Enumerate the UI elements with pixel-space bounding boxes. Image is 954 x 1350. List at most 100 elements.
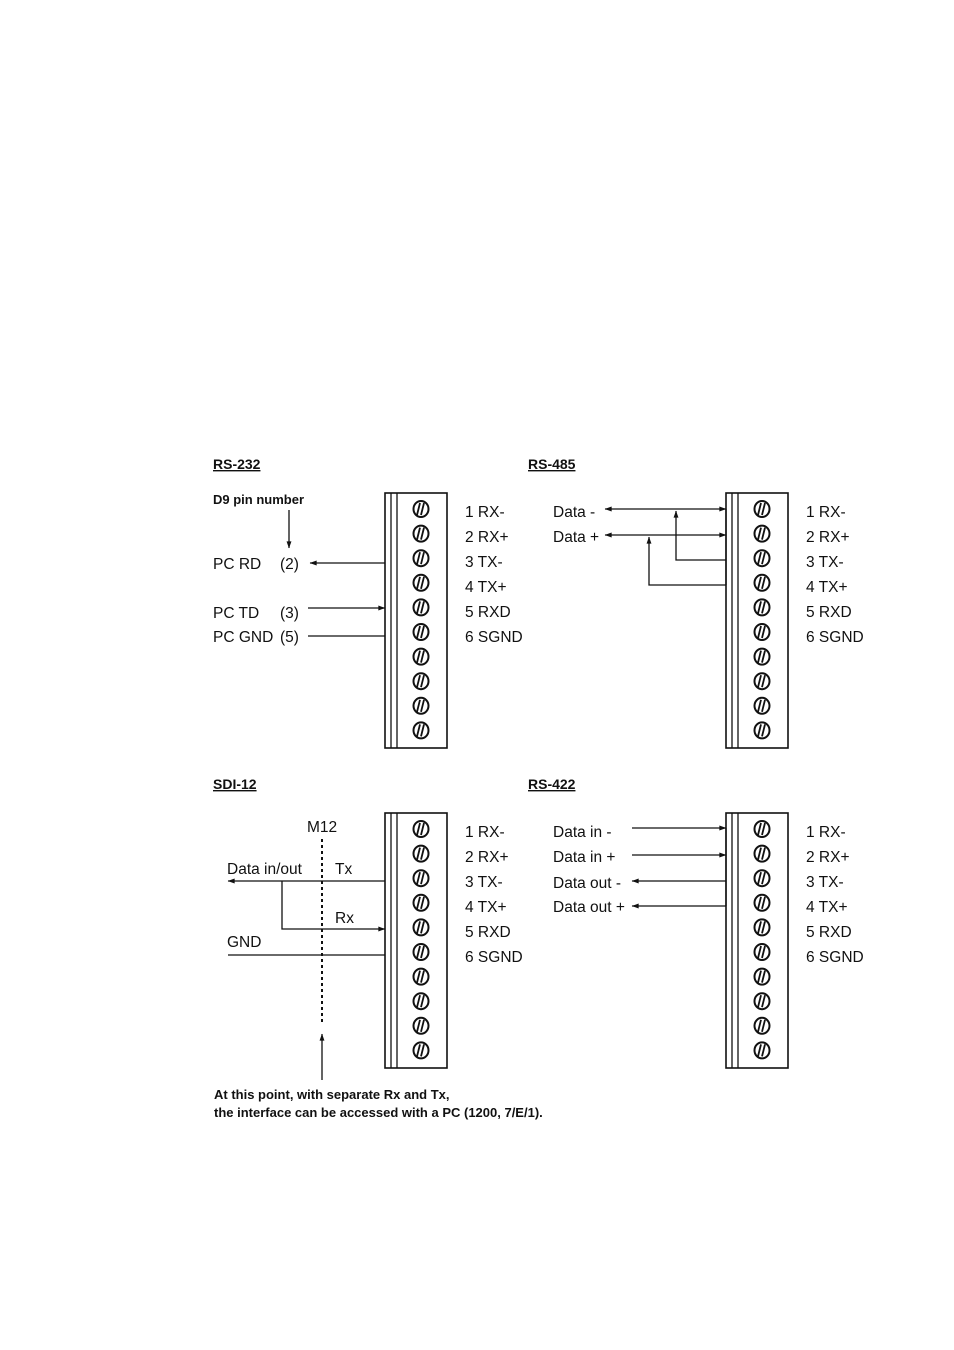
data-inout-label: Data in/out: [227, 861, 303, 878]
terminal-label: 4 TX+: [465, 579, 507, 596]
terminal-screw-icon: [753, 943, 771, 961]
terminal-screw-icon: [753, 844, 771, 863]
terminal-screw-icon: [753, 1016, 771, 1035]
terminal-screw-icon: [412, 820, 430, 838]
terminal-labels: 1 RX- 2 RX+ 3 TX- 4 TX+ 5 RXD 6 SGND: [465, 504, 523, 646]
footnote: At this point, with separate Rx and Tx, …: [214, 1087, 543, 1120]
terminal-screw-icon: [753, 696, 771, 715]
terminal-label: 5 RXD: [806, 924, 852, 941]
signal-label: PC GND: [213, 629, 273, 646]
terminal-screw-icon: [753, 721, 771, 740]
terminal-screw-icon: [753, 672, 771, 691]
rx-label: Rx: [335, 910, 354, 927]
rs232-panel: RS-232 D9 pin number PC RD (2) PC TD (3)…: [213, 456, 523, 749]
terminal-screw-icon: [412, 598, 430, 617]
terminal-screw-icon: [412, 992, 430, 1011]
signal-label: Data -: [553, 504, 595, 521]
terminal-label: 6 SGND: [465, 629, 523, 646]
terminal-screw-icon: [412, 893, 430, 912]
sdi12-title: SDI-12: [213, 776, 257, 792]
rs422-title: RS-422: [528, 776, 576, 792]
terminal-screw-icon: [412, 943, 430, 961]
signal-label: PC TD: [213, 605, 259, 622]
terminal-screw-icon: [753, 893, 771, 912]
footnote-line: At this point, with separate Rx and Tx,: [214, 1087, 449, 1102]
terminal-screw-icon: [412, 967, 430, 986]
terminal-label: 3 TX-: [806, 874, 844, 891]
terminal-screw-icon: [753, 647, 771, 666]
terminal-screw-icon: [753, 524, 771, 543]
terminal-label: 4 TX+: [806, 899, 848, 916]
terminal-label: 1 RX-: [806, 504, 846, 521]
terminal-screw-icon: [753, 992, 771, 1011]
terminal-label: 5 RXD: [806, 604, 852, 621]
terminal-label: 5 RXD: [465, 924, 511, 941]
terminal-screw-icon: [753, 820, 771, 838]
terminal-label: 5 RXD: [465, 604, 511, 621]
terminal-screw-icon: [412, 869, 430, 888]
terminal-screw-icon: [753, 598, 771, 617]
signal-label: Data in +: [553, 849, 615, 866]
terminal-screw-icon: [753, 1041, 771, 1060]
terminal-screw-icon: [412, 647, 430, 666]
signal-label: Data out +: [553, 899, 625, 916]
terminal-label: 6 SGND: [806, 629, 864, 646]
terminal-screw-icon: [412, 623, 430, 641]
terminal-screw-icon: [412, 549, 430, 568]
footnote-line: the interface can be accessed with a PC …: [214, 1105, 543, 1120]
tx-label: Tx: [335, 861, 352, 878]
pin-number: (3): [280, 605, 299, 622]
terminal-labels: 1 RX- 2 RX+ 3 TX- 4 TX+ 5 RXD 6 SGND: [806, 504, 864, 646]
signal-label: PC RD: [213, 556, 261, 573]
terminal-label: 6 SGND: [806, 949, 864, 966]
terminal-screw-icon: [412, 918, 430, 937]
terminal-screw-icon: [753, 918, 771, 937]
terminal-label: 3 TX-: [465, 554, 503, 571]
terminal-labels: 1 RX- 2 RX+ 3 TX- 4 TX+ 5 RXD 6 SGND: [465, 824, 523, 966]
terminal-screw-icon: [412, 696, 430, 715]
terminal-label: 1 RX-: [465, 504, 505, 521]
terminal-screw-icon: [753, 500, 771, 518]
terminal-screw-icon: [412, 573, 430, 592]
terminal-label: 4 TX+: [465, 899, 507, 916]
terminal-label: 3 TX-: [465, 874, 503, 891]
terminal-label: 6 SGND: [465, 949, 523, 966]
rs485-title: RS-485: [528, 456, 576, 472]
terminal-labels: 1 RX- 2 RX+ 3 TX- 4 TX+ 5 RXD 6 SGND: [806, 824, 864, 966]
gnd-label: GND: [227, 934, 261, 951]
terminal-screw-icon: [753, 573, 771, 592]
rs232-title: RS-232: [213, 456, 261, 472]
terminal-label: 2 RX+: [806, 849, 850, 866]
terminal-screw-icon: [753, 549, 771, 568]
terminal-screw-icon: [412, 672, 430, 691]
d9-pin-label: D9 pin number: [213, 492, 304, 507]
terminal-screw-icon: [412, 500, 430, 518]
signal-label: Data +: [553, 529, 599, 546]
rs485-panel: RS-485 Data - Data + 1 RX- 2 RX+ 3 TX- 4…: [528, 456, 864, 749]
terminal-screw-icon: [753, 869, 771, 888]
terminal-screw-icon: [753, 967, 771, 986]
terminal-label: 3 TX-: [806, 554, 844, 571]
terminal-label: 2 RX+: [465, 529, 509, 546]
wire: [281, 881, 386, 932]
terminal-label: 1 RX-: [806, 824, 846, 841]
signal-label: Data in -: [553, 824, 612, 841]
screw-layer: [412, 500, 771, 1060]
terminal-screw-icon: [753, 623, 771, 641]
terminal-screw-icon: [412, 524, 430, 543]
terminal-screw-icon: [412, 1041, 430, 1060]
terminal-screw-icon: [412, 1016, 430, 1035]
signal-label: Data out -: [553, 875, 621, 892]
terminal-screw-icon: [412, 844, 430, 863]
terminal-label: 1 RX-: [465, 824, 505, 841]
m12-label: M12: [307, 819, 337, 836]
terminal-label: 4 TX+: [806, 579, 848, 596]
pin-number: (2): [280, 556, 299, 573]
sdi12-panel: SDI-12 M12 Data in/out Tx Rx GND 1 RX- 2…: [213, 776, 523, 1080]
rs422-panel: RS-422 Data in - Data in + Data out - Da…: [528, 776, 864, 1069]
wire: [646, 536, 726, 586]
pin-number: (5): [280, 629, 299, 646]
wire: [673, 510, 726, 561]
